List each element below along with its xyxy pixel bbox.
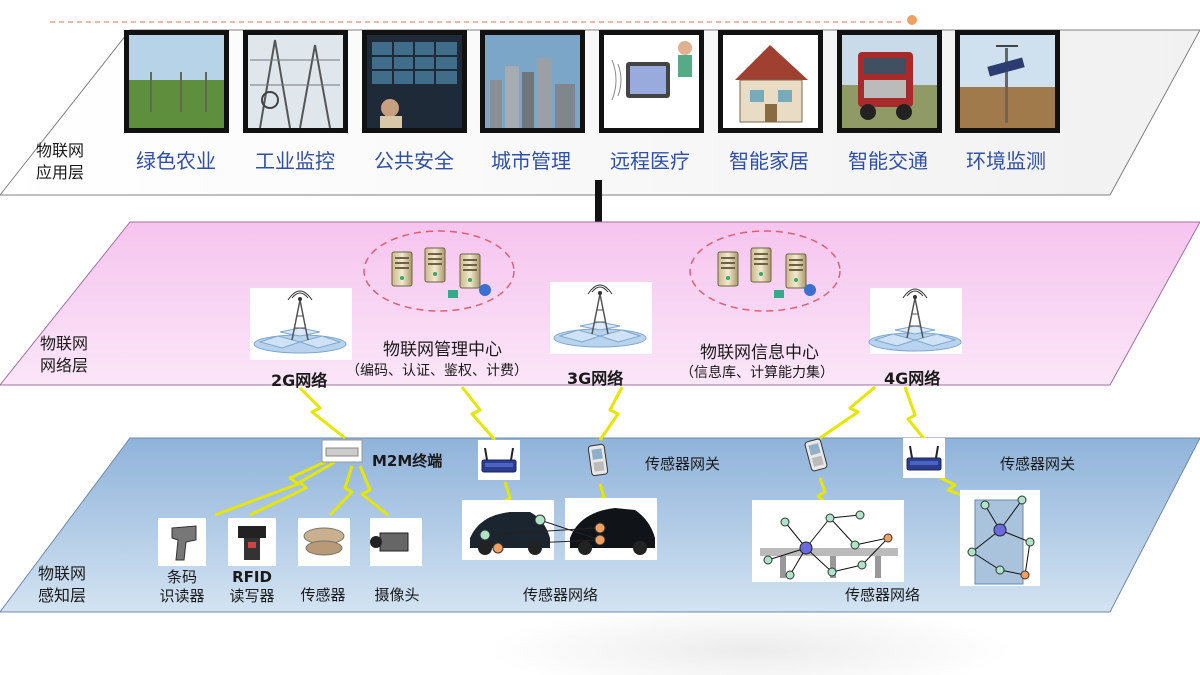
app-label-telemedicine: 远程医疗 <box>610 149 690 173</box>
sensor-network-label-2: 传感器网络 <box>845 586 921 604</box>
network-layer-label-line2: 网络层 <box>40 356 89 375</box>
car-network-links <box>484 519 601 546</box>
device-label-rfid-line2: 读写器 <box>229 587 275 605</box>
info-center-subtitle: （信息库、计算能力集） <box>680 365 834 381</box>
app-label-smart-transport: 智能交通 <box>848 149 928 173</box>
app-label-industrial-monitoring: 工业监控 <box>255 149 335 173</box>
perception-layer-label-line2: 感知层 <box>38 586 87 605</box>
smart-house-photo <box>718 30 823 133</box>
management-center-subtitle: （编码、认证、鉴权、计费） <box>346 363 528 379</box>
farm-field-photo <box>124 30 229 133</box>
info-center-ring <box>689 230 841 312</box>
network-2g-label: 2G网络 <box>271 371 328 390</box>
barcode-scanner-icon <box>158 518 206 566</box>
perception-layer-label: 物联网 感知层 <box>38 563 86 607</box>
management-center-title: 物联网管理中心 <box>383 340 502 360</box>
info-center-servers <box>717 247 816 298</box>
application-layer-label: 物联网 应用层 <box>36 140 84 184</box>
m2m-terminal-icon <box>321 439 363 463</box>
sensor-icon <box>298 518 350 566</box>
device-label-barcode-reader: 条码 识读器 <box>156 568 208 606</box>
city-skyline-photo <box>480 30 585 133</box>
sensor-gateway-phone-icon <box>587 443 609 477</box>
surveillance-room-photo <box>362 30 467 133</box>
app-label-environment-monitoring: 环境监测 <box>966 149 1046 173</box>
tower-2g-icon <box>250 288 352 360</box>
telemedicine-photo <box>599 30 704 133</box>
application-layer-label-line1: 物联网 <box>36 141 85 160</box>
tower-3g-icon <box>550 282 652 354</box>
tower-4g-icon <box>868 288 962 354</box>
device-label-rfid-line1: RFID <box>232 568 272 586</box>
network-3g-label: 3G网络 <box>567 369 624 388</box>
sensor-gateway-router-icon <box>478 440 520 480</box>
management-center-servers <box>391 247 491 298</box>
power-substation-photo <box>243 30 348 133</box>
bridge-sensor-network-photo <box>752 500 904 582</box>
app-label-public-safety: 公共安全 <box>374 149 454 173</box>
network-layer-label-line1: 物联网 <box>40 334 89 353</box>
info-center-title: 物联网信息中心 <box>700 343 819 363</box>
sensor-network-label: 传感器网络 <box>523 586 599 604</box>
m2m-terminal-label: M2M终端 <box>372 452 443 470</box>
app-label-city-management: 城市管理 <box>491 149 571 173</box>
sensor-gateway-router-icon-2 <box>903 438 945 478</box>
rfid-reader-icon <box>228 518 276 566</box>
device-label-barcode-line1: 条码 <box>166 568 197 586</box>
weather-station-photo <box>955 30 1060 133</box>
camera-icon <box>370 518 422 566</box>
application-layer-label-line2: 应用层 <box>36 163 85 182</box>
network-4g-label: 4G网络 <box>884 369 941 388</box>
sensor-gateway-label-2: 传感器网关 <box>1000 455 1076 473</box>
app-label-smart-home: 智能家居 <box>729 149 809 173</box>
car-sensor-nodes <box>479 514 606 554</box>
device-label-sensor: 传感器 <box>300 586 346 604</box>
app-label-green-agriculture: 绿色农业 <box>136 149 216 173</box>
device-label-rfid-reader: RFID 读写器 <box>222 568 282 606</box>
device-label-barcode-line2: 识读器 <box>159 587 205 605</box>
network-layer-label: 物联网 网络层 <box>40 333 88 377</box>
truck-photo <box>837 30 942 133</box>
device-label-camera: 摄像头 <box>374 586 420 604</box>
car-photo-2 <box>565 498 657 560</box>
building-sensor-network-photo <box>960 490 1040 586</box>
management-center-ring <box>363 230 515 312</box>
car-photo <box>462 500 554 560</box>
sensor-gateway-label: 传感器网关 <box>645 455 721 473</box>
perception-layer-label-line1: 物联网 <box>38 564 87 583</box>
